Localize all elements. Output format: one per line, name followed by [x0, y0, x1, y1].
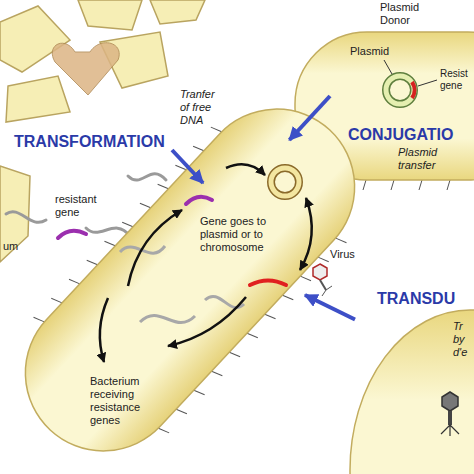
cilium [391, 180, 394, 190]
cycle-arrows-part [100, 298, 108, 362]
recipient-plasmid [271, 168, 299, 196]
text-holder: CONJUGATIO [348, 126, 453, 144]
chromosome-part [140, 315, 195, 322]
virus-icon-part [313, 264, 327, 280]
text-holder: Plasmid Donor [380, 1, 425, 27]
part-label: Virus [330, 248, 355, 261]
note-text: Plasmid transfer [398, 146, 448, 172]
heading-text: Plasmid Donor [380, 1, 425, 27]
lysed-cell-fragments-part [6, 76, 70, 122]
cycle-arrows-part [226, 164, 265, 175]
note-text: Tr by d'e [453, 320, 471, 359]
text-holder: Virus [330, 248, 355, 261]
text-holder: Plasmid transfer [398, 146, 448, 172]
text-holder: Gene goes to plasmid or to chromosome [200, 215, 272, 254]
text-holder: um [3, 240, 18, 253]
text-holder: Tranfer of free DNA [180, 88, 225, 127]
resistant-gene-free [58, 231, 86, 238]
virus-icon-part [326, 286, 332, 290]
transfer-arrow [305, 295, 355, 319]
cell-body [0, 77, 387, 474]
text-holder: resistant gene [55, 193, 110, 219]
note-text: Bacterium receiving resistance genes [90, 375, 154, 427]
process-title: TRANSFORMATION [14, 133, 165, 151]
cell-outline-part [0, 69, 395, 474]
recipient-plasmid-part [271, 168, 299, 196]
cycle-arrows [100, 164, 312, 362]
note-text: Gene goes to plasmid or to chromosome [200, 215, 272, 254]
text-holder: TRANSFORMATION [14, 133, 165, 151]
resistance-gene-chromosome [250, 281, 286, 286]
heading-text: TRANSDU [377, 290, 455, 308]
transduction-bacterium: TRANSDU Tr by d'e [355, 290, 474, 474]
free-dna-part [128, 174, 166, 180]
text-holder: Resist gene [440, 68, 474, 92]
cilium [363, 180, 366, 190]
phage-icon-part [441, 425, 459, 436]
virus-icon [313, 264, 332, 296]
resistant-gene-inside [186, 197, 212, 204]
phage-icon-part [442, 392, 458, 411]
cycle-arrows-part [300, 198, 312, 270]
recipient-plasmid-part [271, 168, 299, 196]
cycle-arrows-part [128, 210, 182, 286]
phage-icon [441, 392, 459, 436]
donor-plasmid-part [386, 76, 414, 104]
leader-line [418, 80, 437, 86]
lysed-cell-fragments-part [78, 0, 142, 30]
text-holder: Tr by d'e [453, 320, 471, 359]
cell-shape [45, 140, 305, 450]
text-holder: Bacterium receiving resistance genes [90, 375, 154, 427]
part-label: um [3, 240, 18, 253]
leader-line [384, 60, 392, 74]
transformation-arrow [172, 150, 203, 183]
donor-plasmid-part [412, 82, 415, 98]
cell-outline [0, 69, 395, 474]
cilium [419, 180, 422, 190]
part-label: Resist gene [440, 68, 474, 92]
virus-icon-part [322, 290, 326, 296]
transfer-arrow [289, 96, 330, 140]
part-label: Plasmid [350, 45, 400, 58]
free-dna-part [86, 228, 130, 236]
part-label: resistant gene [55, 193, 110, 219]
note-text: Tranfer of free DNA [180, 88, 225, 127]
text-holder: TRANSDU [377, 290, 455, 308]
cell-shape [355, 290, 474, 474]
donor-plasmid [386, 76, 415, 104]
recipient-bacterium: Gene goes to plasmid or to chromosomeBac… [45, 140, 305, 450]
phage-icon-part [448, 411, 452, 425]
free-dna-part [6, 212, 46, 223]
process-title: CONJUGATIO [348, 126, 453, 144]
cilium [447, 180, 450, 190]
donor-plasmid-part [386, 76, 414, 104]
cycle-arrows-part [168, 297, 246, 346]
cell-debris [52, 43, 119, 95]
virus-icon-part [320, 280, 326, 290]
cell-outline [350, 310, 474, 474]
cell-body [350, 310, 474, 474]
text-holder: Plasmid [350, 45, 400, 58]
lysed-cell-fragments-part [150, 0, 205, 24]
